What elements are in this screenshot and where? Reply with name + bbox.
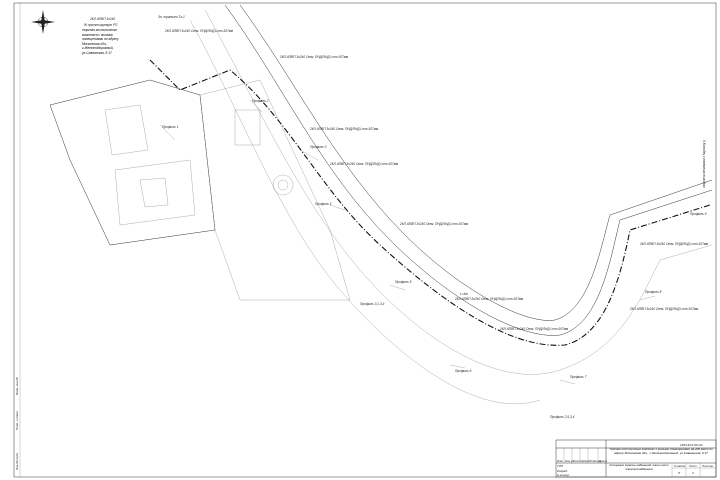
svg-text:Подпись: Подпись bbox=[589, 459, 601, 463]
svg-text:Профиль 3: Профиль 3 bbox=[310, 145, 327, 149]
drawing-frame bbox=[13, 2, 717, 478]
svg-text:Н.контр.: Н.контр. bbox=[557, 473, 570, 477]
svg-text:Профиль 8: Профиль 8 bbox=[645, 290, 662, 294]
svg-text:2КЛ АПВП 3х240 Отм. ПНД/ЛНД Lт: 2КЛ АПВП 3х240 Отм. ПНД/ЛНД Lтп=107мм bbox=[164, 29, 234, 33]
svg-text:2КЛ АПВП 3х240 Отм. ПНД/ЛНД Lт: 2КЛ АПВП 3х240 Отм. ПНД/ЛНД Lтп=107мм bbox=[454, 297, 524, 301]
svg-text:2КЛ АПВП 3х240 Отм. ПНД/ЛНД Lт: 2КЛ АПВП 3х240 Отм. ПНД/ЛНД Lтп=107мм bbox=[499, 327, 569, 331]
svg-text:L=4м: L=4м bbox=[460, 292, 468, 296]
svg-text:Зн. траншеи Тг-1: Зн. траншеи Тг-1 bbox=[158, 15, 185, 19]
svg-text:2КЛ АПВП 3х240 Отм. ПНД/ЛНД Lт: 2КЛ АПВП 3х240 Отм. ПНД/ЛНД Lтп=107мм bbox=[329, 162, 399, 166]
svg-text:Профиль 2: Профиль 2 bbox=[252, 99, 269, 103]
svg-text:Кол.уч: Кол.уч bbox=[565, 459, 574, 463]
left-strip: Инв.№ подл. Подп. и дата Взам. инв.№ bbox=[15, 377, 19, 470]
svg-text:2КЛ АПВП 3х240 Отм. ПНД/ЛНД Lт: 2КЛ АПВП 3х240 Отм. ПНД/ЛНД Lтп=107мм bbox=[279, 55, 349, 59]
svg-text:Профиль 1: Профиль 1 bbox=[162, 125, 179, 129]
svg-text:Подп. и дата: Подп. и дата bbox=[15, 411, 19, 430]
svg-text:2КЛ АПВП 3х240 Отм. ПНД/ЛНД Lт: 2КЛ АПВП 3х240 Отм. ПНД/ЛНД Lтп=107мм bbox=[399, 222, 469, 226]
title-block: 180/13/13-08-ЭС Торгово-гостиничный комп… bbox=[555, 439, 717, 478]
svg-text:Стадия: Стадия bbox=[674, 464, 686, 468]
cable-route-line bbox=[149, 59, 711, 346]
building-outline bbox=[49, 79, 216, 246]
courtyard-area bbox=[199, 79, 351, 301]
svg-text:2КЛ АПВП 3х240: 2КЛ АПВП 3х240 bbox=[89, 17, 115, 21]
profile-markers bbox=[159, 99, 656, 385]
svg-text:Профиль 4: Профиль 4 bbox=[315, 202, 332, 206]
compass-rose-icon bbox=[31, 10, 55, 34]
svg-text:Лист: Лист bbox=[688, 464, 697, 468]
svg-text:Профиль 7: Профиль 7 bbox=[570, 375, 587, 379]
svg-text:Листов: Листов bbox=[701, 464, 713, 468]
callout-labels: 2КЛ АПВП 3х240 Ж проектируемую РП торгов… bbox=[82, 15, 709, 419]
svg-text:Профиль 6: Профиль 6 bbox=[455, 369, 472, 373]
svg-text:Взам. инв.№: Взам. инв.№ bbox=[15, 377, 19, 395]
svg-text:Инв.№ подл.: Инв.№ подл. bbox=[15, 452, 19, 470]
svg-text:Лист: Лист bbox=[572, 459, 581, 463]
svg-text:2КЛ АПВП 3х240 Отм. ПНД/ЛНД Lт: 2КЛ АПВП 3х240 Отм. ПНД/ЛНД Lтп=107мм bbox=[309, 127, 379, 131]
svg-text:Изм.: Изм. bbox=[557, 459, 564, 463]
svg-text:Профиль 2,5,3,4: Профиль 2,5,3,4 bbox=[550, 415, 575, 419]
svg-text:Профиль 5: Профиль 5 bbox=[395, 280, 412, 284]
svg-text:Профиль 3,1,3,4: Профиль 3,1,3,4 bbox=[360, 302, 385, 306]
svg-text:Дата: Дата bbox=[598, 459, 607, 463]
svg-text:Профиль 9: Профиль 9 bbox=[690, 212, 707, 216]
svg-text:2КЛ АПВП 3х240 Отм. ПНД/ЛНД Lт: 2КЛ АПВП 3х240 Отм. ПНД/ЛНД Lтп=107мм bbox=[639, 242, 709, 246]
svg-text:П: П bbox=[678, 471, 681, 475]
svg-text:№док.: №док. bbox=[581, 459, 590, 463]
road-corridor bbox=[189, 4, 713, 405]
side-note: 5 Колодец с наземным выходом bbox=[702, 140, 706, 188]
svg-text:Ж проектируемую РП: Ж проектируемую РП bbox=[83, 23, 118, 27]
svg-text:ГИП: ГИП bbox=[557, 464, 564, 468]
svg-text:2КЛ АПВП 3х240 Отм. ПНД/ЛНД Lт: 2КЛ АПВП 3х240 Отм. ПНД/ЛНД Lтп=107мм bbox=[629, 307, 699, 311]
svg-text:180/13/13-08-ЭС: 180/13/13-08-ЭС bbox=[680, 443, 704, 447]
svg-text:4: 4 bbox=[692, 471, 694, 475]
svg-text:Разраб.: Разраб. bbox=[557, 469, 568, 473]
